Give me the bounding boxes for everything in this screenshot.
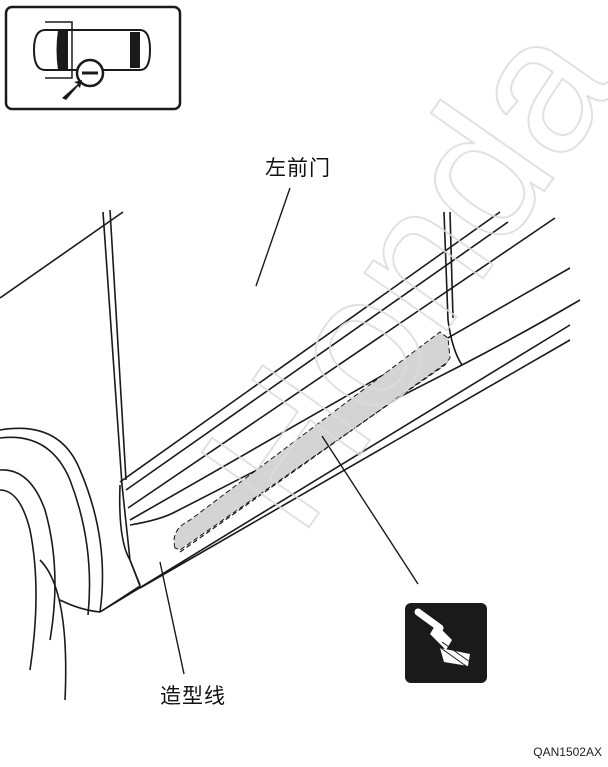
shaded-application-area [173,331,451,553]
figure-code: QAN1502AX [533,745,602,759]
leader-lines [159,187,419,675]
front-left-door-label: 左前门 [265,156,331,180]
body-line-label: 造型线 [160,684,226,708]
vehicle-location-icon [4,5,182,111]
brush-application-icon [405,603,487,683]
front-wheel-arch [0,427,104,701]
door-panel-drawing [0,209,581,613]
